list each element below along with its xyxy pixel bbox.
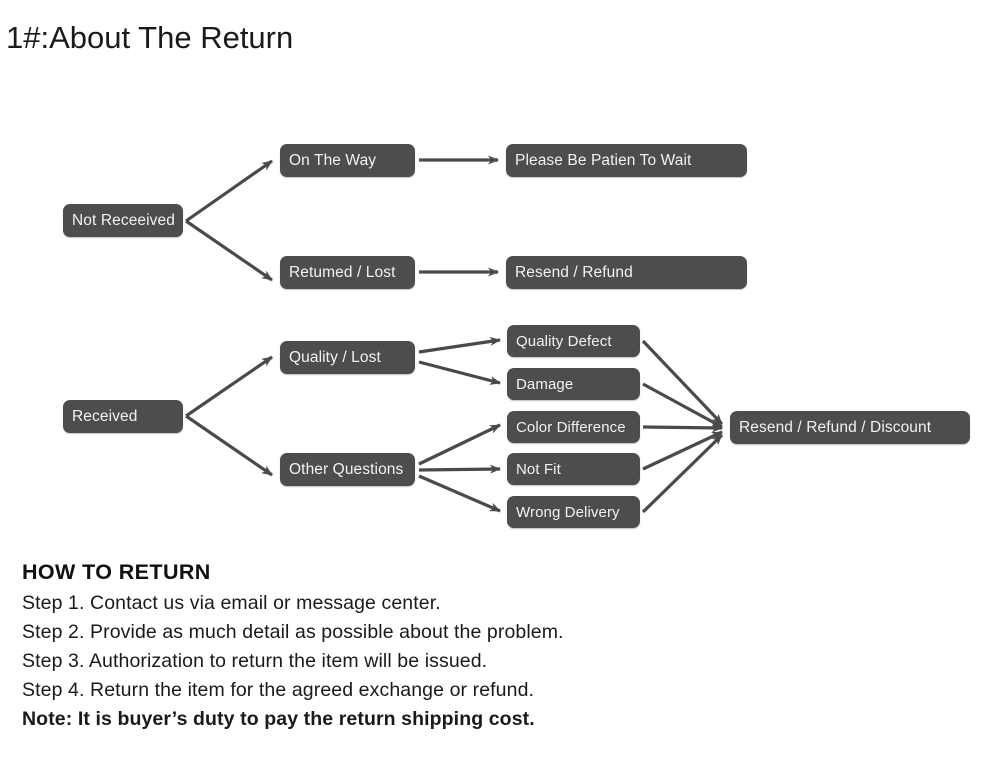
node-wrong-delivery[interactable]: Wrong Delivery	[507, 496, 640, 528]
how-to-return-step-3: Step 3. Authorization to return the item…	[22, 650, 488, 672]
node-on-the-way[interactable]: On The Way	[280, 144, 415, 177]
node-please-wait-label: Please Be Patien To Wait	[515, 151, 692, 169]
node-other-questions[interactable]: Other Questions	[280, 453, 415, 486]
node-please-be-patient-to-wait[interactable]: Please Be Patien To Wait	[506, 144, 747, 177]
edge-color-difference-to-final	[642, 423, 723, 433]
edge-not-fit-to-final	[642, 430, 723, 471]
node-resend-refund-discount[interactable]: Resend / Refund / Discount	[730, 411, 970, 444]
how-to-return-step-2: Step 2. Provide as much detail as possib…	[22, 621, 564, 643]
edge-not-received-to-on-the-way	[185, 159, 273, 223]
node-resend-refund[interactable]: Resend / Refund	[506, 256, 747, 289]
page-title: 1#:About The Return	[6, 20, 294, 55]
edge-other-questions-to-wrong-delivery	[418, 474, 501, 513]
edge-quality-lost-to-damage	[418, 360, 501, 385]
node-on-the-way-label: On The Way	[289, 151, 377, 169]
how-to-return-note: Note: It is buyer’s duty to pay the retu…	[22, 708, 535, 730]
node-resend-refund-label: Resend / Refund	[515, 263, 633, 281]
edge-quality-lost-to-quality-defect	[418, 337, 501, 354]
node-not-fit-label: Not Fit	[516, 460, 561, 478]
node-quality-lost-label: Quality / Lost	[289, 348, 381, 366]
edge-other-questions-to-color-difference	[418, 423, 501, 466]
node-color-difference[interactable]: Color Difference	[507, 411, 640, 443]
node-quality-defect-label: Quality Defect	[516, 332, 612, 350]
node-returned-lost[interactable]: Retumed / Lost	[280, 256, 415, 289]
node-other-questions-label: Other Questions	[289, 460, 404, 478]
edge-received-to-other-questions	[185, 414, 273, 477]
node-received[interactable]: Received	[63, 400, 183, 433]
node-not-fit[interactable]: Not Fit	[507, 453, 640, 485]
edge-received-to-quality-lost	[185, 355, 273, 418]
node-wrong-delivery-label: Wrong Delivery	[516, 503, 620, 521]
edge-other-questions-to-not-fit	[418, 464, 501, 474]
edge-quality-defect-to-final	[641, 339, 724, 426]
edge-damage-to-final	[642, 382, 723, 429]
node-quality-defect[interactable]: Quality Defect	[507, 325, 640, 357]
flowchart-arrow-layer	[185, 155, 724, 514]
return-flowchart: Not Receeived On The Way Retumed / Lost …	[0, 100, 1000, 550]
how-to-return-heading: HOW TO RETURN	[22, 560, 211, 584]
edge-not-received-to-returned-lost	[185, 219, 273, 282]
node-damage[interactable]: Damage	[507, 368, 640, 400]
edge-wrong-delivery-to-final	[641, 433, 724, 514]
node-not-received-label: Not Receeived	[72, 211, 175, 229]
node-returned-lost-label: Retumed / Lost	[289, 263, 396, 281]
how-to-return-section: HOW TO RETURN Step 1. Contact us via ema…	[22, 560, 982, 737]
how-to-return-step-4: Step 4. Return the item for the agreed e…	[22, 679, 535, 701]
node-received-label: Received	[72, 407, 138, 425]
node-color-difference-label: Color Difference	[516, 418, 626, 436]
node-damage-label: Damage	[516, 375, 574, 393]
node-quality-lost[interactable]: Quality / Lost	[280, 341, 415, 374]
how-to-return-step-1: Step 1. Contact us via email or message …	[22, 592, 441, 614]
node-resend-refund-discount-label: Resend / Refund / Discount	[739, 418, 932, 436]
node-not-received[interactable]: Not Receeived	[63, 204, 183, 237]
